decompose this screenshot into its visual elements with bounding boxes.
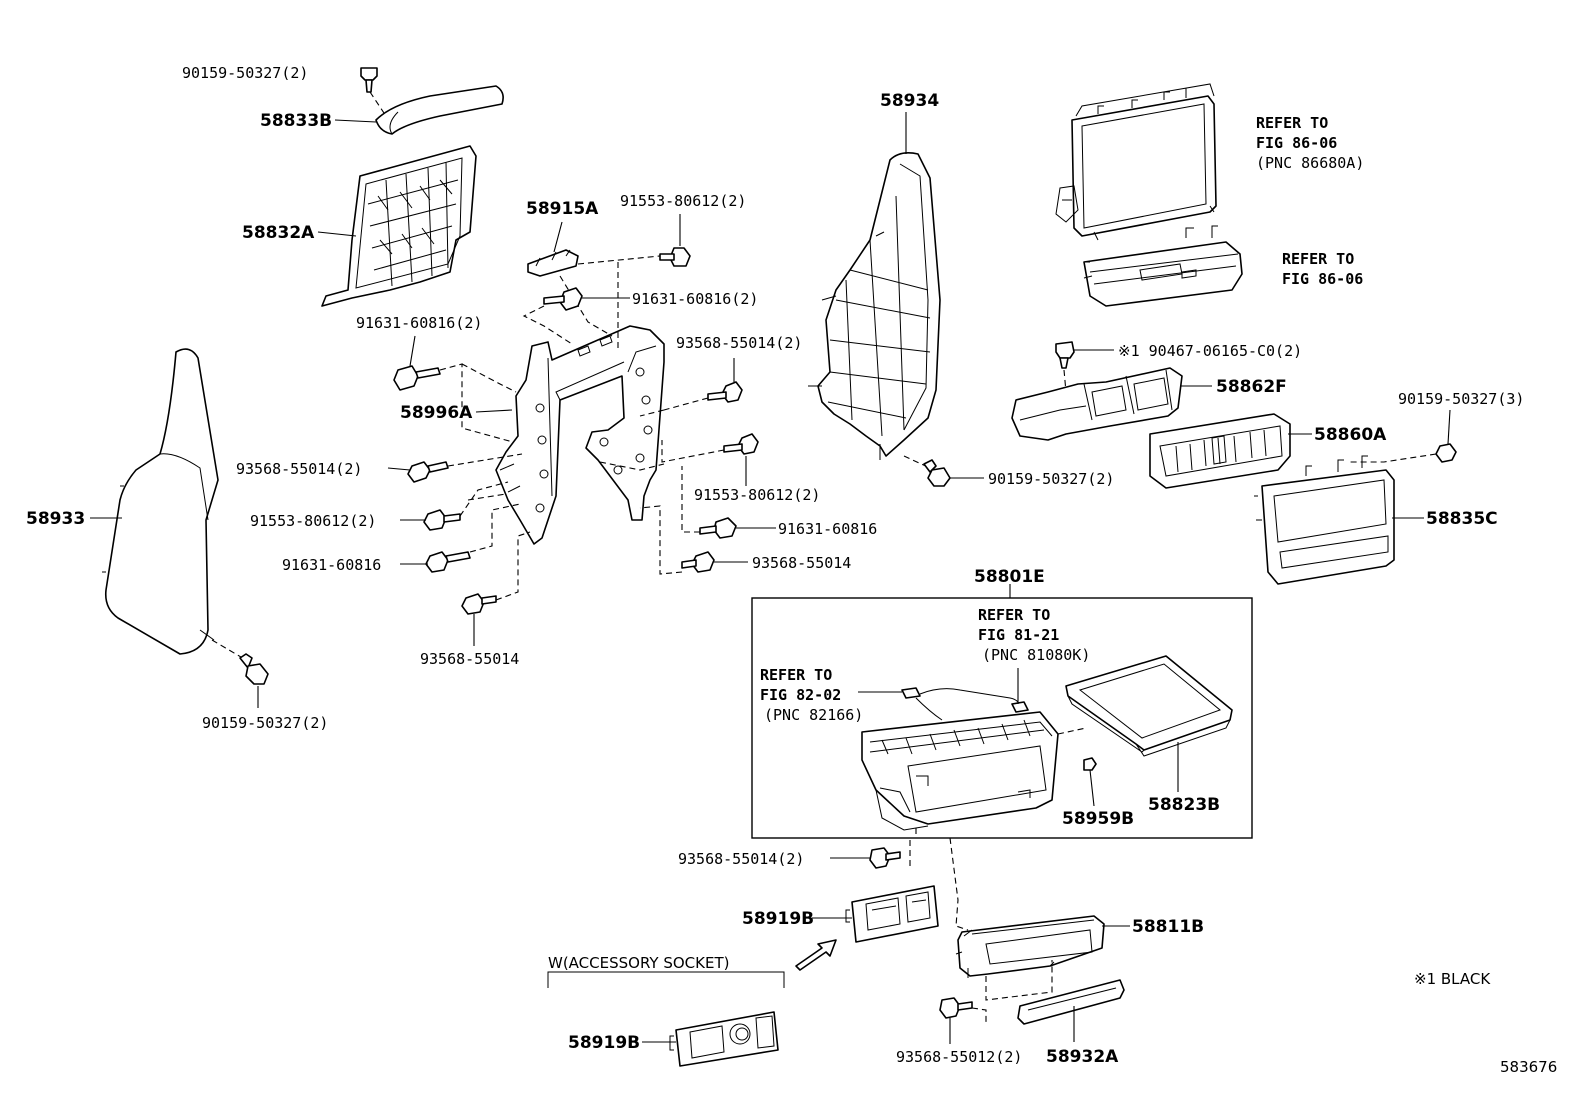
arrow-icon [795, 939, 837, 971]
labels: 90159-50327(2) 58833B 58832A 91631-60816… [26, 64, 1557, 1076]
label-91631-60816-right: 91631-60816 [778, 520, 877, 538]
part-58932A [1017, 979, 1125, 1025]
part-58933 [102, 348, 219, 655]
bolt-93568-right-lower [681, 551, 715, 573]
label-58919B-lower: 58919B [568, 1033, 640, 1053]
bolt-91631-left [393, 365, 441, 391]
label-pnc-86680A: (PNC 86680A) [1256, 154, 1364, 172]
label-90159-50327-bottom-left: 90159-50327(2) [202, 714, 328, 732]
part-58915A [527, 249, 579, 277]
label-58996A: 58996A [400, 403, 473, 423]
part-58860A [1149, 413, 1291, 489]
assembly-box-58801E [751, 597, 1253, 839]
label-90159-50327-top: 90159-50327(2) [182, 64, 308, 82]
label-91631-60816-left: 91631-60816(2) [356, 314, 482, 332]
part-58811B [955, 915, 1105, 978]
label-91553-80612-top: 91553-80612(2) [620, 192, 746, 210]
label-58862F: 58862F [1216, 377, 1287, 397]
label-93568-55014-right-lower: 93568-55014 [752, 554, 851, 572]
label-90467-06165: ※1 90467-06165-C0(2) [1118, 342, 1302, 360]
part-58919B-upper [845, 885, 939, 943]
bolt-91631-left-lower [425, 551, 471, 573]
label-91553-80612-left: 91553-80612(2) [250, 512, 376, 530]
label-91631-60816-left-lower: 91631-60816 [282, 556, 381, 574]
label-91631-60816-mid: 91631-60816(2) [632, 290, 758, 308]
label-figure-number: 583676 [1500, 1058, 1557, 1076]
bolt-91553-right [723, 433, 759, 455]
label-58934: 58934 [880, 91, 939, 111]
screw-90159-top [360, 67, 378, 93]
label-fig-86-06-1: FIG 86-06 [1256, 134, 1337, 152]
part-58833B [375, 85, 504, 135]
bolt-93568-bottom [461, 593, 497, 615]
label-93568-55014-right-upper: 93568-55014(2) [676, 334, 802, 352]
bolt-93568-right-upper [707, 381, 743, 403]
label-58801E: 58801E [974, 567, 1045, 587]
label-93568-55012: 93568-55012(2) [896, 1048, 1022, 1066]
label-91553-80612-right: 91553-80612(2) [694, 486, 820, 504]
part-58832A [321, 145, 477, 307]
label-90159-50327-center: 90159-50327(2) [988, 470, 1114, 488]
label-93568-55014-left: 93568-55014(2) [236, 460, 362, 478]
clip-90467 [1055, 341, 1075, 369]
wire-harness [901, 687, 1029, 721]
label-58959B: 58959B [1062, 809, 1134, 829]
label-90159-50327-right: 90159-50327(3) [1398, 390, 1524, 408]
part-58823B [1065, 655, 1233, 757]
bolt-93568-55012 [939, 997, 973, 1019]
part-58835C [1254, 455, 1395, 585]
part-58996A [495, 325, 665, 545]
screw-90159-center [923, 459, 951, 487]
label-58811B: 58811B [1132, 917, 1204, 937]
bolt-93568-center [869, 847, 901, 869]
display-unit [1055, 83, 1217, 241]
part-58959B [1083, 757, 1097, 771]
module-unit [1083, 225, 1243, 307]
label-58823B: 58823B [1148, 795, 1220, 815]
label-pnc-81080K: (PNC 81080K) [982, 646, 1090, 664]
label-58933: 58933 [26, 509, 85, 529]
label-fig-81-21: FIG 81-21 [978, 626, 1059, 644]
bolt-91631-right [699, 517, 737, 539]
label-58932A: 58932A [1046, 1047, 1119, 1067]
label-fig-82-02: FIG 82-02 [760, 686, 841, 704]
label-58915A: 58915A [526, 199, 599, 219]
part-58919B-lower [669, 1011, 779, 1067]
label-refer-to-2: REFER TO [1282, 250, 1354, 268]
label-black-note: ※1 BLACK [1414, 970, 1491, 988]
bolt-91631-mid [543, 287, 583, 311]
label-58835C: 58835C [1426, 509, 1498, 529]
accessory-socket-bracket [547, 971, 785, 988]
label-58919B-upper: 58919B [742, 909, 814, 929]
label-refer-to-1: REFER TO [1256, 114, 1328, 132]
screw-90159-right [1435, 443, 1457, 463]
part-58934 [808, 152, 941, 460]
bolt-91553-left [423, 509, 461, 531]
label-accessory-socket: W(ACCESSORY SOCKET) [548, 954, 729, 972]
label-58832A: 58832A [242, 223, 315, 243]
label-58833B: 58833B [260, 111, 332, 131]
screw-90159-bottom-left [239, 653, 269, 685]
bolt-93568-left [407, 461, 449, 483]
label-58860A: 58860A [1314, 425, 1387, 445]
label-93568-55014-center: 93568-55014(2) [678, 850, 804, 868]
bolt-91553-top [659, 247, 691, 267]
part-58862F [1011, 367, 1183, 441]
console-box-58801E [861, 711, 1059, 831]
label-pnc-82166: (PNC 82166) [764, 706, 863, 724]
label-refer-to-4: REFER TO [760, 666, 832, 684]
label-fig-86-06-2: FIG 86-06 [1282, 270, 1363, 288]
label-93568-55014-bottom: 93568-55014 [420, 650, 519, 668]
label-refer-to-3: REFER TO [978, 606, 1050, 624]
